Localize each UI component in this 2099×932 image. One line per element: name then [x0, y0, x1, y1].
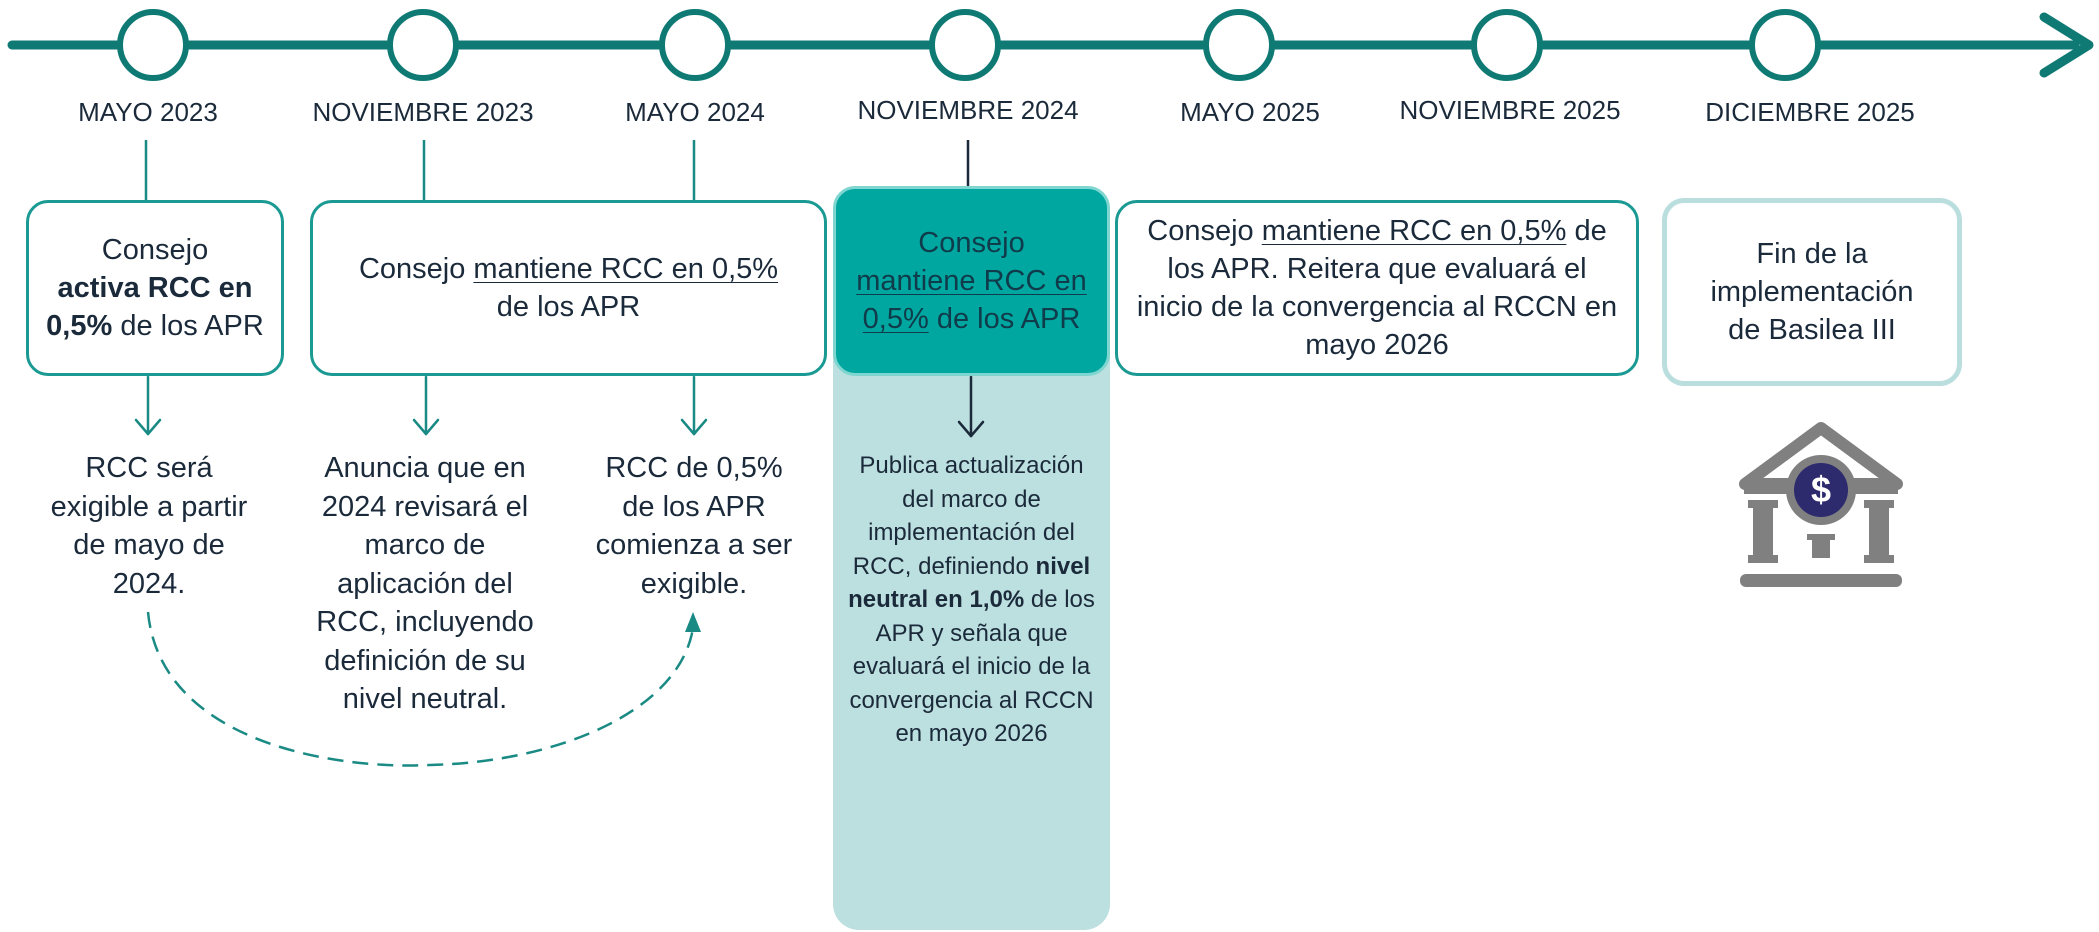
- milestone-circle: [1471, 9, 1543, 81]
- date-label: NOVIEMBRE 2024: [857, 95, 1079, 125]
- svg-text:$: $: [1811, 469, 1831, 510]
- event-box-may-2025: Consejo mantiene RCC en 0,5% de los APR.…: [1115, 200, 1639, 376]
- down-arrow: [957, 375, 985, 438]
- date-label: MAYO 2024: [625, 97, 765, 127]
- event-box-nov-2023: Consejo mantiene RCC en 0,5% de los APR: [310, 200, 827, 376]
- date-label: DICIEMBRE 2025: [1705, 97, 1915, 127]
- date-label: MAYO 2025: [1180, 97, 1320, 127]
- date-label: NOVIEMBRE 2023: [312, 97, 534, 127]
- dashed-arrowhead: [685, 612, 701, 632]
- bank-dollar-icon: $: [1739, 422, 1903, 587]
- note-nov-2023: Anuncia que en 2024 revisará el marco de…: [316, 452, 534, 715]
- milestone-circle: [1749, 9, 1821, 81]
- down-arrow: [412, 375, 440, 436]
- date-label: NOVIEMBRE 2025: [1399, 95, 1621, 125]
- milestone-circle: [929, 9, 1001, 81]
- down-arrow: [680, 375, 708, 436]
- event-box-dec-2025: Fin de la implementación de Basilea III: [1662, 198, 1962, 386]
- milestone-circle: [659, 9, 731, 81]
- note-may-2024: RCC de 0,5% de los APR comienza a ser ex…: [595, 452, 793, 600]
- dashed-curve-arrow: [146, 611, 695, 767]
- note-nov-2024: Publica actualización del marco de imple…: [848, 452, 1095, 747]
- timeline-arrowhead: [2039, 12, 2094, 78]
- event-box-nov-2024: Consejo mantiene RCC en 0,5% de los APR: [833, 186, 1110, 376]
- milestone-circle: [387, 9, 459, 81]
- milestone-circle: [117, 9, 189, 81]
- date-label: MAYO 2023: [78, 97, 218, 127]
- down-arrow: [134, 375, 162, 436]
- milestone-circle: [1203, 9, 1275, 81]
- note-may-2023: RCC será exigible a partir de mayo de 20…: [50, 452, 248, 600]
